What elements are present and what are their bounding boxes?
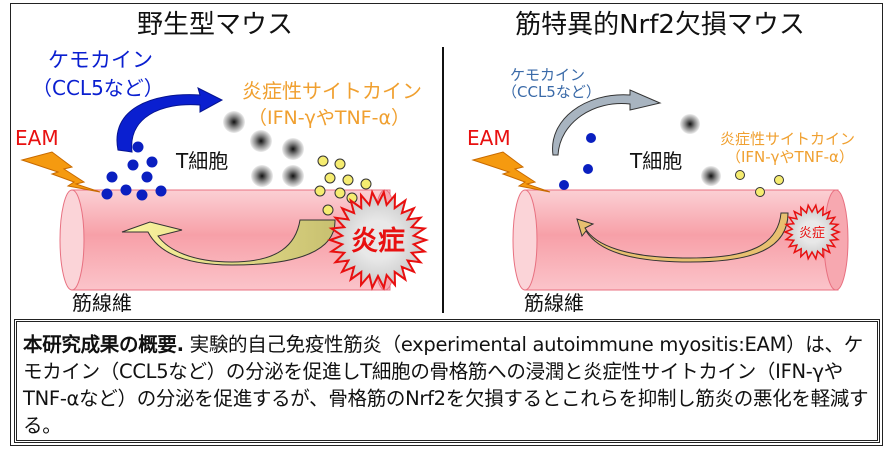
lightning-icon xyxy=(471,151,551,193)
fiber-label: 筋線維 xyxy=(72,291,132,315)
panel-title: 筋特異的Nrf2欠損マウス xyxy=(515,10,805,40)
caption-body: 実験的自己免疫性筋炎（experimental autoimmune myosi… xyxy=(23,333,869,437)
cytokine-label: 炎症性サイトカイン xyxy=(242,79,422,103)
chemokine-label: ケモカイン xyxy=(48,48,153,72)
panel-knockout: 筋特異的Nrf2欠損マウス ケモカイン （CCL5など） 炎症性サイトカイン （… xyxy=(467,10,855,315)
chemokine-example: （CCL5など） xyxy=(502,83,601,101)
cytokine-dots xyxy=(314,155,372,216)
chemokine-example: （CCL5など） xyxy=(32,76,164,100)
cytokine-example: （IFN-γやTNF-α） xyxy=(726,148,854,166)
chemokine-arrow-icon xyxy=(116,87,224,153)
cytokine-label: 炎症性サイトカイン xyxy=(720,130,855,148)
cytokine-example: （IFN-γやTNF-α） xyxy=(248,107,410,129)
chemokine-dots xyxy=(559,133,596,190)
trigger-label: EAM xyxy=(15,126,59,150)
figure-frame xyxy=(10,3,883,446)
feedback-arrow-icon xyxy=(576,212,789,263)
inflammation-label: 炎症 xyxy=(799,226,825,241)
tcell-label: T細胞 xyxy=(629,149,682,173)
panel-wild-type: 野生型マウス ケモカイン （CCL5など） 炎症性サイトカイン （IFN-γやT… xyxy=(15,10,430,315)
fiber-label: 筋線維 xyxy=(524,291,584,315)
muscle-fiber xyxy=(59,189,398,291)
cytokine-dots xyxy=(735,170,784,197)
tcell-icons xyxy=(680,114,721,186)
lightning-icon xyxy=(20,151,101,193)
diagram: 野生型マウス ケモカイン （CCL5など） 炎症性サイトカイン （IFN-γやT… xyxy=(15,10,855,315)
tcell-label: T細胞 xyxy=(175,149,228,173)
caption-box: 本研究成果の概要. 実験的自己免疫性筋炎（experimental autoim… xyxy=(14,319,880,443)
panel-title: 野生型マウス xyxy=(137,10,293,40)
chemokine-arrow-icon xyxy=(552,89,662,156)
inflammation-burst-icon: 炎症 xyxy=(326,189,430,291)
chemokine-label: ケモカイン xyxy=(510,66,585,84)
chemokine-dots xyxy=(101,141,167,201)
tcell-icons xyxy=(223,111,304,187)
inflammation-label: 炎症 xyxy=(351,226,405,257)
feedback-arrow-icon xyxy=(121,219,336,266)
inflammation-burst-icon: 炎症 xyxy=(782,203,842,261)
trigger-label: EAM xyxy=(467,126,511,150)
caption-heading: 本研究成果の概要. xyxy=(23,333,184,356)
